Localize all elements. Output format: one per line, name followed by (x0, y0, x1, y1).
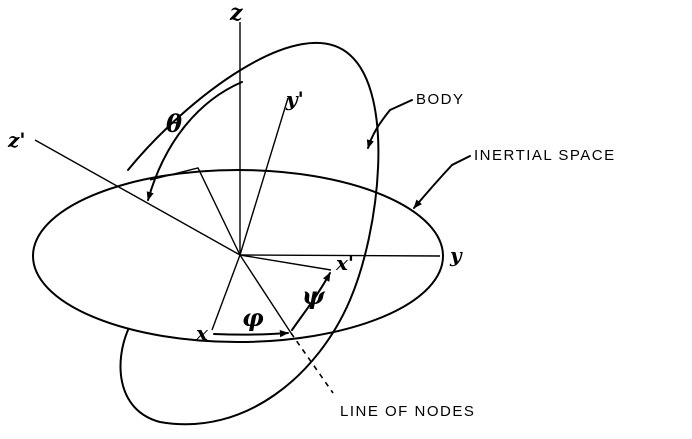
z-prime-label: z' (7, 128, 25, 152)
line-of-nodes-dashed (290, 332, 334, 394)
y-prime-label: y' (285, 87, 304, 111)
theta-label: θ (166, 109, 182, 138)
x-axis (211, 254, 241, 331)
body-leader (366, 99, 413, 149)
phi-arc (213, 330, 289, 338)
phi-label: φ (242, 303, 264, 332)
x-label: x (195, 321, 209, 345)
inertial-space-ellipse (32, 169, 444, 343)
inertial-space-leader (413, 155, 471, 209)
body-label: BODY (416, 91, 465, 108)
y-axis (239, 254, 441, 257)
theta-arc (146, 81, 243, 201)
body-plane-segment (149, 167, 241, 256)
y-label: y (449, 243, 463, 267)
body-ellipse-lower (119, 299, 351, 426)
line-of-nodes-label: LINE OF NODES (340, 403, 475, 420)
psi-label: ψ (302, 281, 326, 310)
z-label: z (229, 0, 243, 26)
body-ellipse-upper (127, 42, 380, 301)
psi-arc (291, 272, 331, 331)
y-prime-axis (239, 97, 289, 256)
x-prime-label: x' (335, 251, 354, 275)
inertial-space-label: INERTIAL SPACE (474, 147, 616, 164)
line-of-nodes (239, 254, 292, 334)
z-prime-axis (34, 139, 241, 256)
x-prime-axis (239, 254, 332, 271)
